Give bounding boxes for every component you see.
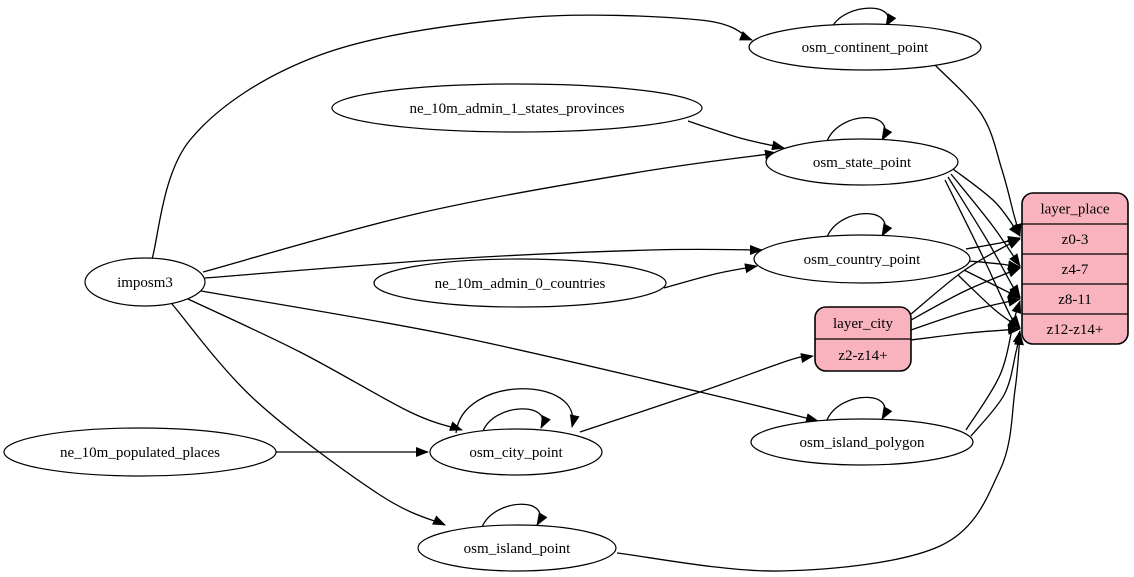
record-row-layer_place-z4-7: z4-7 [1062, 262, 1089, 278]
node-label-ne_10m_admin_1_states_provinces: ne_10m_admin_1_states_provinces [410, 101, 625, 117]
node-shape-ne_10m_populated_places [3, 427, 277, 477]
record-header-layer_place: layer_place [1040, 202, 1109, 218]
edge-ne_10m_admin_1_states_provinces->osm_state_point [687, 120, 785, 151]
node-shape-ne_10m_admin_0_countries [373, 258, 667, 308]
record-row-layer_place-z0-3: z0-3 [1062, 232, 1089, 248]
node-label-osm_state_point: osm_state_point [813, 155, 912, 171]
edge-imposm3->osm_city_point [187, 298, 463, 431]
record-shape-layer_place [1021, 192, 1129, 345]
node-label-ne_10m_populated_places: ne_10m_populated_places [60, 445, 220, 461]
edge-imposm3->osm_island_polygon [200, 290, 819, 423]
edge-imposm3->osm_state_point [202, 149, 778, 273]
node-osm_island_point: osm_island_point [417, 524, 617, 572]
edge-osm_city_point->osm_city_point-inner [482, 408, 551, 432]
node-label-osm_island_point: osm_island_point [464, 541, 572, 557]
node-label-osm_city_point: osm_city_point [469, 445, 563, 461]
record-layer_place: layer_place z0-3 z4-7 z8-11 z12-z14+ [1021, 192, 1129, 345]
node-shape-osm_state_point [765, 138, 959, 186]
record-row-layer_place-z8-11: z8-11 [1058, 292, 1092, 308]
edge-osm_city_point->osm_city_point-outer [455, 388, 580, 434]
edge-osm_continent_point->layer_place.z0-3 [934, 64, 1022, 237]
node-ne_10m_admin_1_states_provinces: ne_10m_admin_1_states_provinces [331, 83, 703, 133]
node-osm_continent_point: osm_continent_point [748, 23, 982, 71]
node-label-osm_country_point: osm_country_point [804, 252, 921, 268]
node-osm_country_point: osm_country_point [753, 234, 971, 284]
edge-osm_state_point->layer_place.z0-3 [952, 168, 1021, 237]
node-label-ne_10m_admin_0_countries: ne_10m_admin_0_countries [435, 276, 606, 292]
edge-osm_island_polygon->osm_island_polygon [826, 396, 893, 421]
record-row-layer_city-z2-z14+: z2-z14+ [838, 348, 887, 364]
node-shape-osm_continent_point [748, 23, 982, 71]
edge-osm_city_point->layer_city.z2-z14+ [579, 353, 814, 433]
node-shape-osm_city_point [429, 428, 603, 476]
node-label-osm_island_polygon: osm_island_polygon [799, 435, 925, 451]
record-header-layer_city: layer_city [833, 316, 893, 332]
edge-layer_city->layer_place.z8-11 [910, 296, 1021, 331]
record-layer_city: layer_city z2-z14+ [814, 306, 912, 372]
edge-layer_city->layer_place.z4-7 [910, 267, 1021, 321]
edge-osm_state_point->layer_place.z4-7 [950, 173, 1021, 267]
edge-imposm3->osm_country_point [204, 244, 763, 279]
node-ne_10m_populated_places: ne_10m_populated_places [3, 427, 277, 477]
node-shape-osm_island_polygon [750, 418, 974, 466]
edge-osm_country_point->layer_place.z4-7 [968, 260, 1021, 271]
record-row-layer_place-z12-z14+: z12-z14+ [1047, 322, 1104, 338]
edge-ne_10m_admin_0_countries->osm_country_point [663, 263, 758, 289]
node-osm_island_polygon: osm_island_polygon [750, 418, 974, 466]
node-osm_city_point: osm_city_point [429, 428, 603, 476]
edge-osm_state_point->osm_state_point [826, 116, 893, 142]
edge-osm_country_point->osm_country_point [826, 212, 893, 238]
edge-osm_continent_point->osm_continent_point [831, 7, 897, 28]
node-osm_state_point: osm_state_point [765, 138, 959, 186]
edge-osm_country_point->layer_place.z12-z14+ [957, 274, 1021, 329]
node-shape-osm_country_point [753, 234, 971, 284]
node-shape-imposm3 [84, 257, 206, 307]
node-label-osm_continent_point: osm_continent_point [802, 40, 929, 56]
edge-osm_island_polygon->layer_place.z8-11 [965, 300, 1022, 431]
edge-imposm3->osm_island_point [171, 303, 446, 526]
node-ne_10m_admin_0_countries: ne_10m_admin_0_countries [373, 258, 667, 308]
node-label-imposm3: imposm3 [117, 275, 173, 291]
edge-layer_city->layer_place.z12-z14+ [910, 324, 1021, 341]
edge-layer_city->layer_place.z0-3 [910, 238, 1021, 315]
edge-osm_country_point->layer_place.z8-11 [963, 269, 1021, 299]
node-shape-osm_island_point [417, 524, 617, 572]
edge-osm_island_point->layer_place.z12-z14+ [616, 332, 1024, 572]
edge-imposm3->osm_continent_point [151, 14, 753, 260]
node-imposm3: imposm3 [84, 257, 206, 307]
node-shape-ne_10m_admin_1_states_provinces [331, 83, 703, 133]
edge-osm_island_point->osm_island_point [481, 503, 548, 528]
